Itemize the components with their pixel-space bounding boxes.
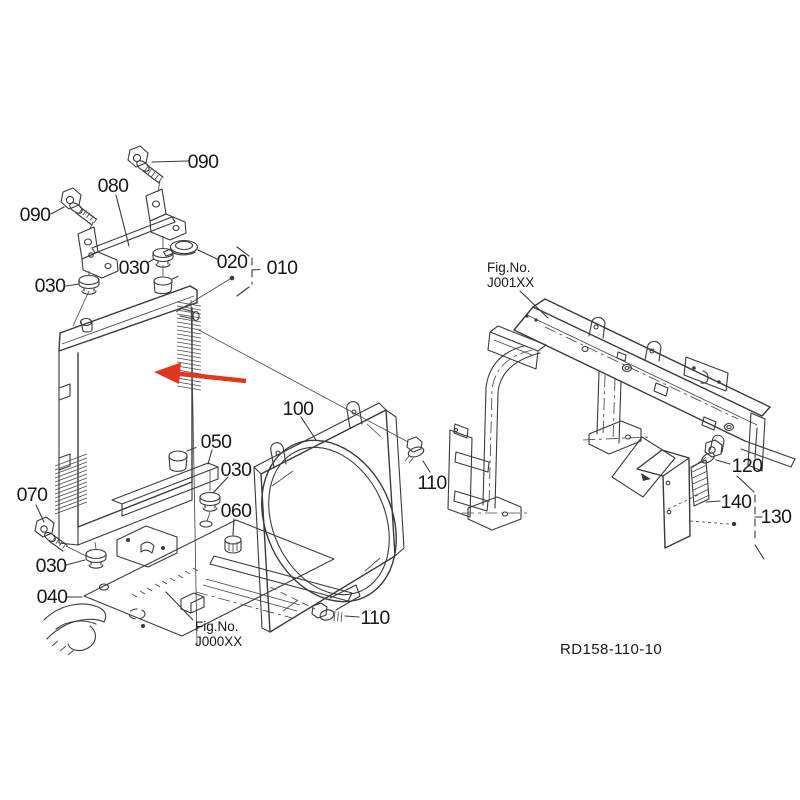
leader-lines <box>35 160 731 621</box>
bolt-090-top <box>127 145 164 184</box>
body-panel-context <box>43 603 107 656</box>
bolt-110-upper <box>404 436 425 464</box>
bolt-070 <box>34 516 87 557</box>
callout-110-lower: 110 <box>360 607 390 629</box>
lower-mount-group <box>34 462 353 656</box>
callout-110-upper: 110 <box>417 472 447 494</box>
callout-030-left: 030 <box>35 275 66 297</box>
callout-030-lower: 030 <box>221 459 252 481</box>
grommet-030-bottom <box>85 541 107 569</box>
cover-plate <box>636 449 691 549</box>
red-arrow <box>154 362 247 384</box>
callout-090-left: 090 <box>20 204 51 226</box>
callout-060: 060 <box>221 500 252 522</box>
figref-base-line1: Fig.No. <box>195 619 239 634</box>
callout-070: 070 <box>17 484 48 506</box>
grommet-030-lower <box>199 470 221 528</box>
drawing-code: RD158-110-10 <box>560 641 662 658</box>
callout-080: 080 <box>98 175 129 197</box>
filler-neck <box>153 275 179 295</box>
callout-120: 120 <box>732 455 763 477</box>
callout-130: 130 <box>761 506 792 528</box>
right-parts-group <box>611 436 765 560</box>
radiator <box>54 275 202 646</box>
callout-030-mid: 030 <box>119 257 150 279</box>
base-plate-040 <box>83 519 335 637</box>
grommet-030-left <box>78 274 100 295</box>
lower-bracket <box>116 525 178 568</box>
bolt-120 <box>692 439 723 469</box>
shroud-tab-left <box>270 442 287 469</box>
labels: 090 080 090 030 030 020 010 100 050 030 … <box>17 151 793 658</box>
bracket-080 <box>77 188 187 279</box>
core-fins-right <box>176 301 202 391</box>
upper-mount-group <box>60 145 261 327</box>
callout-050: 050 <box>201 431 232 453</box>
cushion-bar-050 <box>111 462 219 517</box>
frame-rails-context <box>195 555 353 619</box>
shim-140 <box>690 459 710 507</box>
figref-frame-line2: J001XX <box>487 275 534 290</box>
drain-fitting <box>168 446 197 472</box>
callout-140: 140 <box>721 491 752 513</box>
callout-040: 040 <box>37 586 68 608</box>
figref-base-line2: J000XX <box>195 634 242 649</box>
bolt-090-left <box>60 187 98 226</box>
bolt-110-lower <box>311 602 343 623</box>
core-fins-bottom-left <box>54 453 88 515</box>
radiator-cap-020 <box>162 239 199 257</box>
callout-010: 010 <box>267 257 298 279</box>
grommet-030-mid <box>152 247 174 268</box>
callout-100: 100 <box>283 398 314 420</box>
callout-020: 020 <box>217 251 248 273</box>
callout-130-bracket <box>689 475 765 560</box>
support-frame <box>447 298 796 531</box>
callout-030-bottom: 030 <box>36 555 67 577</box>
bushing-060 <box>224 535 242 554</box>
fan-shroud-100 <box>196 328 425 633</box>
figref-frame-line1: Fig.No. <box>487 260 531 275</box>
callout-090-top: 090 <box>188 151 219 173</box>
